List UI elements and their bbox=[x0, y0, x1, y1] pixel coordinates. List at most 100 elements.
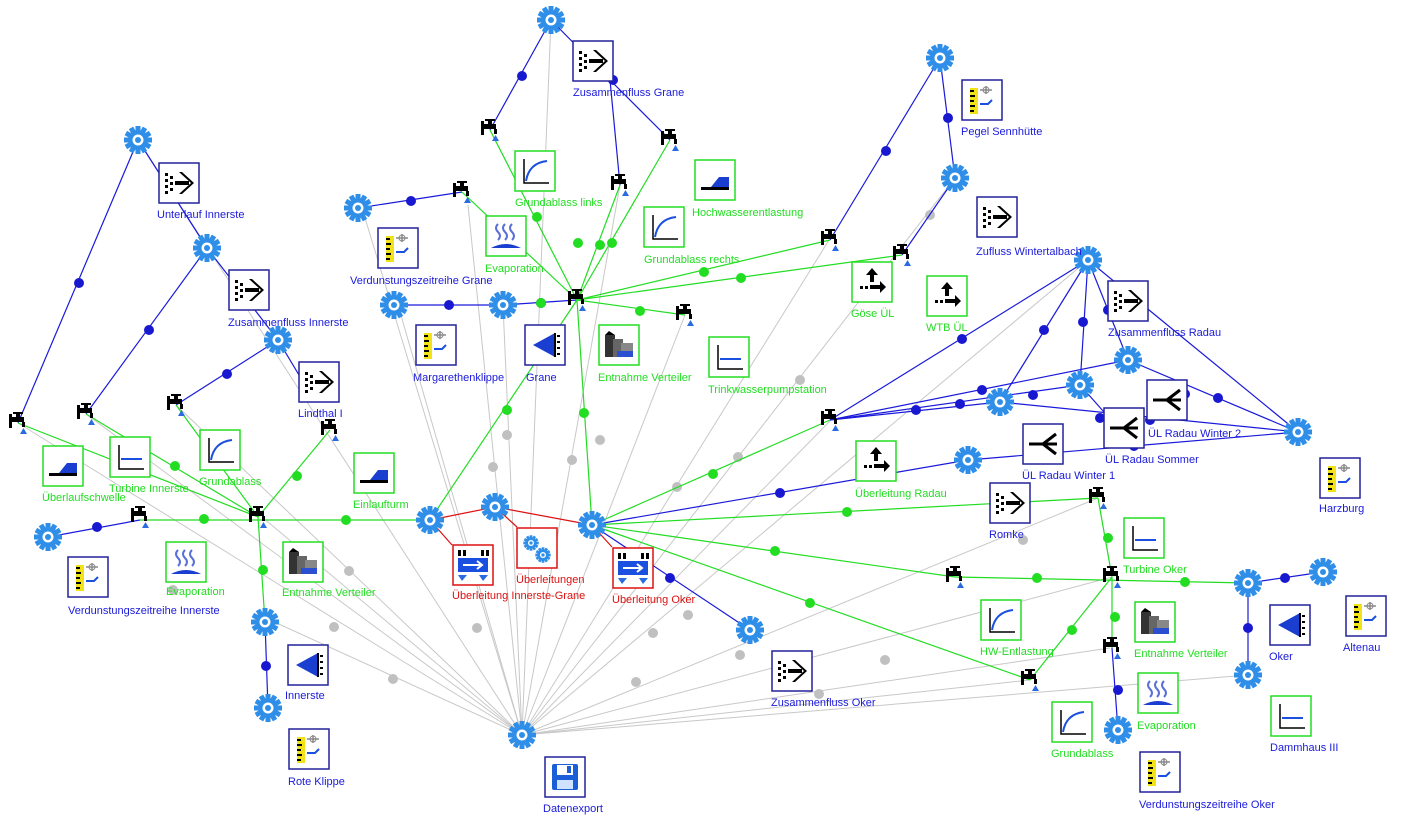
node-label[interactable]: Evaporation bbox=[1137, 720, 1196, 732]
split-icon[interactable] bbox=[1021, 422, 1065, 466]
gauge-icon[interactable] bbox=[1345, 595, 1387, 637]
node-label[interactable]: Zusammenfluss Oker bbox=[771, 697, 876, 709]
node-label[interactable]: Unterlauf Innerste bbox=[157, 209, 244, 221]
node-label[interactable]: Grundablass bbox=[199, 476, 262, 488]
gauge-icon[interactable] bbox=[377, 227, 419, 269]
gear-icon[interactable] bbox=[380, 291, 408, 319]
tank-icon[interactable] bbox=[282, 541, 324, 583]
curve-chart-icon[interactable] bbox=[1051, 701, 1093, 743]
node-label[interactable]: Zusammenfluss Radau bbox=[1108, 327, 1221, 339]
node-label[interactable]: Grane bbox=[526, 372, 557, 384]
node-label[interactable]: Rote Klippe bbox=[288, 776, 345, 788]
weir-icon[interactable] bbox=[694, 159, 736, 201]
gear-icon[interactable] bbox=[954, 446, 982, 474]
node-label[interactable]: Überleitung Radau bbox=[855, 488, 947, 500]
gear-icon[interactable] bbox=[941, 164, 969, 192]
node-label[interactable]: Lindthal I bbox=[298, 408, 343, 420]
weir-icon[interactable] bbox=[353, 452, 395, 494]
gear-icon[interactable] bbox=[1234, 569, 1262, 597]
node-label[interactable]: Romke bbox=[989, 529, 1024, 541]
weir-icon[interactable] bbox=[42, 445, 84, 487]
node-label[interactable]: Grundablass rechts bbox=[644, 254, 740, 266]
step-chart-icon[interactable] bbox=[708, 336, 750, 378]
gear-icon[interactable] bbox=[34, 523, 62, 551]
gauge-icon[interactable] bbox=[1139, 751, 1181, 793]
arrow-icon[interactable] bbox=[976, 196, 1018, 238]
up-arrow-icon[interactable] bbox=[855, 440, 897, 482]
gear-icon[interactable] bbox=[986, 388, 1014, 416]
node-label[interactable]: Hochwasserentlastung bbox=[692, 207, 803, 219]
reservoir-icon[interactable] bbox=[1269, 604, 1311, 646]
gear-icon[interactable] bbox=[481, 493, 509, 521]
gear-icon[interactable] bbox=[489, 291, 517, 319]
gear-icon[interactable] bbox=[416, 506, 444, 534]
node-label[interactable]: Innerste bbox=[285, 690, 325, 702]
node-label[interactable]: Überleitungen bbox=[516, 574, 585, 586]
reservoir-icon[interactable] bbox=[287, 644, 329, 686]
transfer-icon[interactable] bbox=[612, 547, 654, 589]
curve-chart-icon[interactable] bbox=[199, 429, 241, 471]
node-label[interactable]: Überleitung Innerste-Grane bbox=[452, 590, 585, 602]
arrow-icon[interactable] bbox=[1107, 280, 1149, 322]
node-label[interactable]: Evaporation bbox=[166, 586, 225, 598]
up-arrow-icon[interactable] bbox=[926, 275, 968, 317]
node-label[interactable]: Verdunstungszeitreihe Grane bbox=[350, 275, 492, 287]
arrow-icon[interactable] bbox=[228, 269, 270, 311]
gear-icon[interactable] bbox=[251, 608, 279, 636]
gear-icon[interactable] bbox=[736, 616, 764, 644]
node-label[interactable]: Oker bbox=[1269, 651, 1293, 663]
node-label[interactable]: Einlaufturm bbox=[353, 499, 409, 511]
gear-icon[interactable] bbox=[193, 234, 221, 262]
node-label[interactable]: ÜL Radau Sommer bbox=[1105, 454, 1199, 466]
node-label[interactable]: Entnahme Verteiler bbox=[282, 587, 376, 599]
gauge-icon[interactable] bbox=[288, 728, 330, 770]
node-label[interactable]: WTB ÜL bbox=[926, 322, 968, 334]
curve-chart-icon[interactable] bbox=[643, 206, 685, 248]
gear-icon[interactable] bbox=[344, 194, 372, 222]
node-label[interactable]: Margarethenklippe bbox=[413, 372, 504, 384]
node-label[interactable]: Harzburg bbox=[1319, 503, 1364, 515]
node-label[interactable]: Datenexport bbox=[543, 803, 603, 815]
node-label[interactable]: Evaporation bbox=[485, 263, 544, 275]
save-icon[interactable] bbox=[544, 756, 586, 798]
node-label[interactable]: Überleitung Oker bbox=[612, 594, 695, 606]
node-label[interactable]: Turbine Innerste bbox=[109, 483, 189, 495]
split-icon[interactable] bbox=[1145, 378, 1189, 422]
node-label[interactable]: Zusammenfluss Grane bbox=[573, 87, 684, 99]
curve-chart-icon[interactable] bbox=[980, 599, 1022, 641]
gear-icon[interactable] bbox=[1309, 558, 1337, 586]
node-label[interactable]: Trinkwasserpumpstation bbox=[708, 384, 827, 396]
arrow-icon[interactable] bbox=[771, 650, 813, 692]
arrow-icon[interactable] bbox=[572, 40, 614, 82]
node-label[interactable]: Göse ÜL bbox=[851, 308, 894, 320]
arrow-icon[interactable] bbox=[158, 162, 200, 204]
reservoir-icon[interactable] bbox=[524, 324, 566, 366]
node-label[interactable]: Altenau bbox=[1343, 642, 1380, 654]
node-label[interactable]: Dammhaus III bbox=[1270, 742, 1338, 754]
up-arrow-icon[interactable] bbox=[851, 261, 893, 303]
node-label[interactable]: Verdunstungszeitreihe Oker bbox=[1139, 799, 1275, 811]
gears-icon[interactable] bbox=[517, 528, 557, 568]
node-label[interactable]: Pegel Sennhütte bbox=[961, 126, 1042, 138]
tap-icon[interactable] bbox=[131, 506, 149, 528]
curve-chart-icon[interactable] bbox=[514, 150, 556, 192]
arrow-icon[interactable] bbox=[298, 361, 340, 403]
tank-icon[interactable] bbox=[598, 324, 640, 366]
node-label[interactable]: ÜL Radau Winter 1 bbox=[1022, 470, 1115, 482]
step-chart-icon[interactable] bbox=[1270, 695, 1312, 737]
gear-icon[interactable] bbox=[1234, 661, 1262, 689]
evaporation-icon[interactable] bbox=[165, 541, 207, 583]
gear-icon[interactable] bbox=[1066, 371, 1094, 399]
gear-icon[interactable] bbox=[1104, 716, 1132, 744]
node-label[interactable]: Zusammenfluss Innerste bbox=[228, 317, 348, 329]
split-icon[interactable] bbox=[1102, 406, 1146, 450]
arrow-icon[interactable] bbox=[989, 482, 1031, 524]
node-label[interactable]: HW-Entlastung bbox=[980, 646, 1054, 658]
node-label[interactable]: Grundablass links bbox=[515, 197, 603, 209]
node-label[interactable]: Turbine Oker bbox=[1123, 564, 1187, 576]
transfer-icon[interactable] bbox=[452, 544, 494, 586]
evaporation-icon[interactable] bbox=[485, 215, 527, 257]
node-label[interactable]: Überlaufschwelle bbox=[42, 492, 126, 504]
node-label[interactable]: Entnahme Verteiler bbox=[1134, 648, 1228, 660]
gauge-icon[interactable] bbox=[1319, 457, 1361, 499]
